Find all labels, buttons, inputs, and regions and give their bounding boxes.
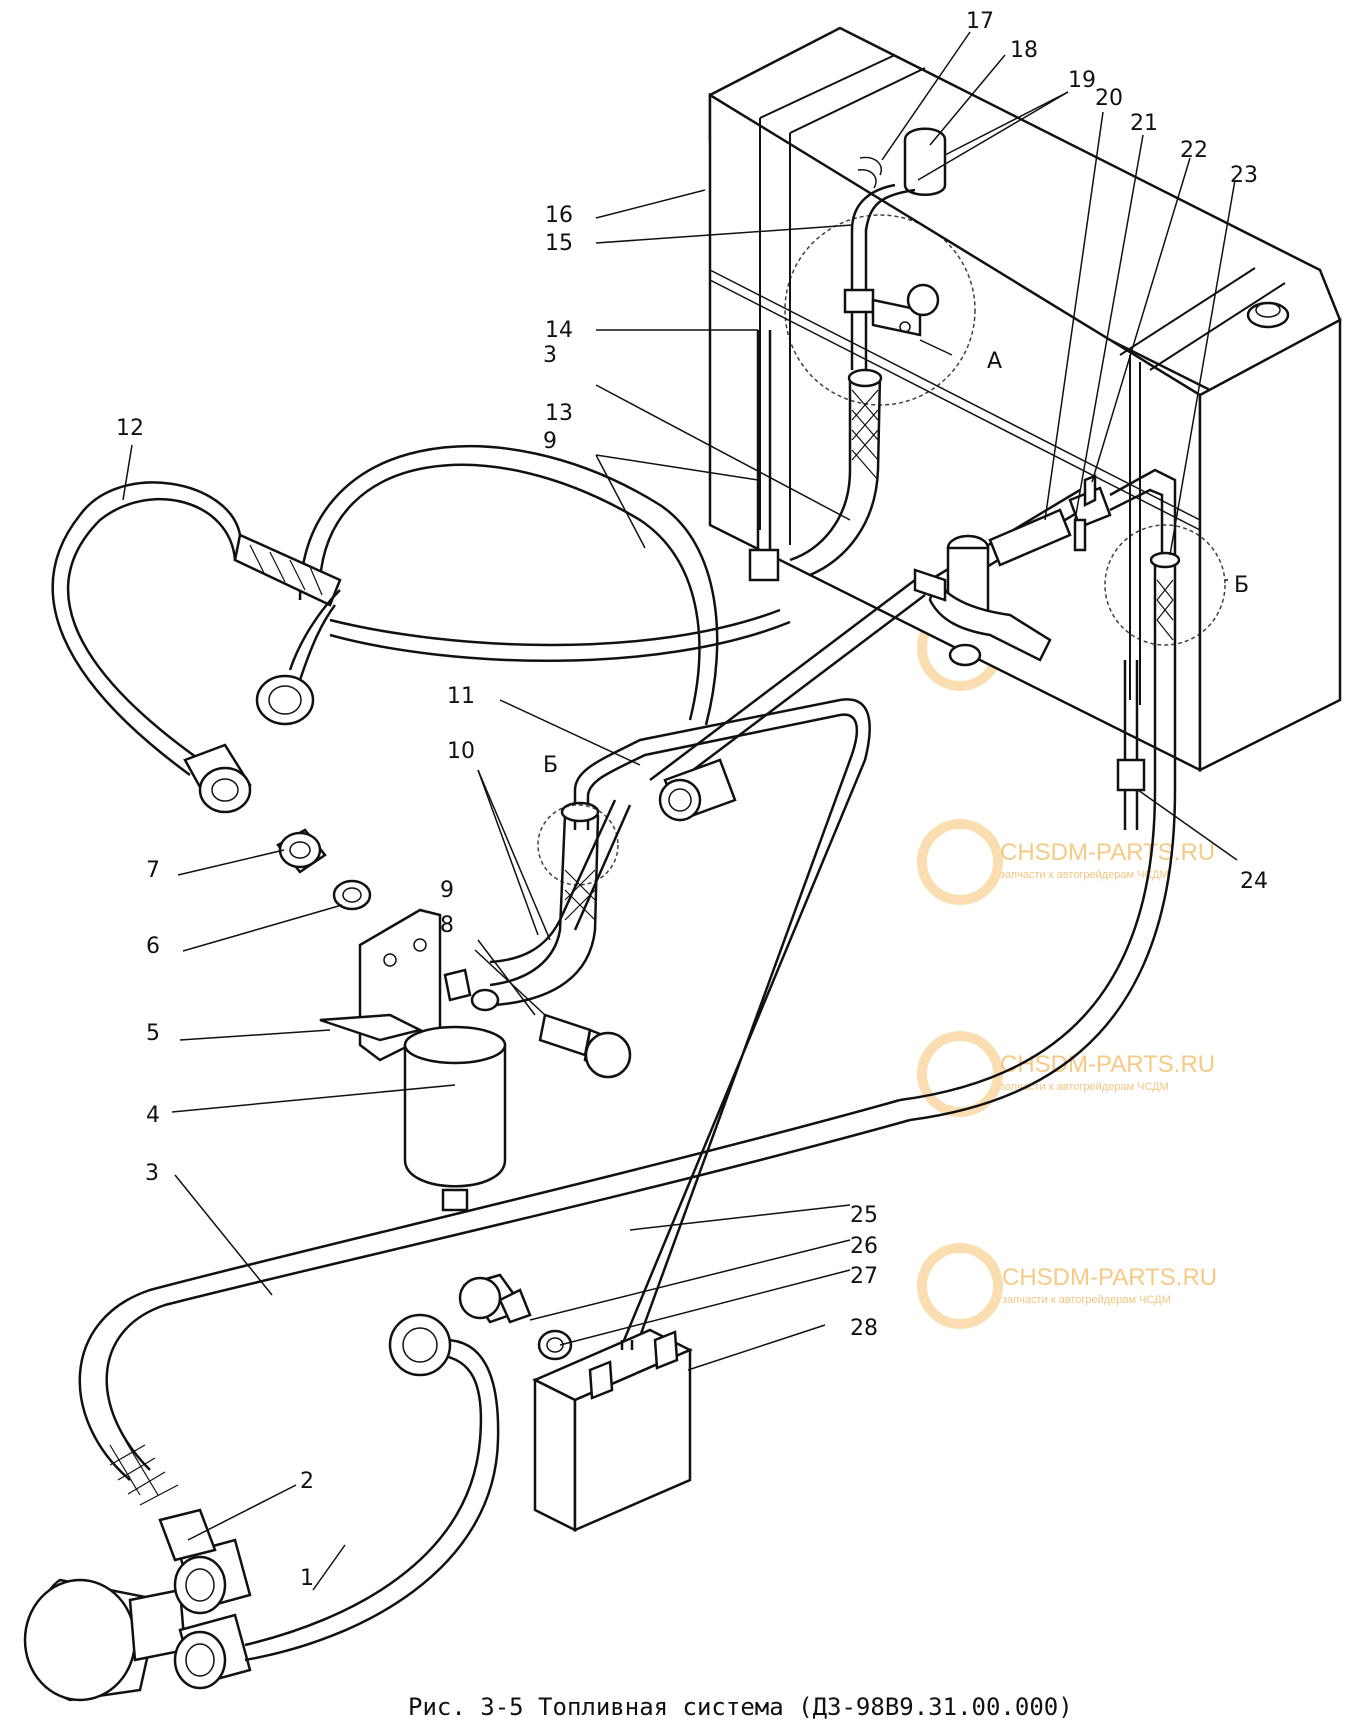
tee-valve <box>649 468 1177 796</box>
washer-6 <box>332 879 372 911</box>
view-a-label: А <box>987 349 1002 374</box>
callout-1: 1 <box>300 1566 314 1591</box>
callout-22: 22 <box>1180 138 1208 163</box>
callout-8: 8 <box>440 913 454 938</box>
callout-2: 2 <box>300 1469 314 1494</box>
callout-14: 14 <box>545 318 573 343</box>
callout-15: 15 <box>545 231 573 256</box>
watermark-title: CHSDM-PARTS.RU <box>1000 839 1215 866</box>
callout-17: 17 <box>966 9 994 34</box>
fuel-line-9 <box>329 608 791 662</box>
callout-4: 4 <box>146 1103 160 1128</box>
watermark-logo-5: CHSDM-PARTS.RU запчасти к автогрейдерам … <box>917 1243 1217 1329</box>
callout-11: 11 <box>447 684 475 709</box>
callout-labels: 1 2 3 3 4 5 6 7 8 9 9 10 11 12 13 14 15 … <box>116 9 1268 1591</box>
callout-10: 10 <box>447 739 475 764</box>
callout-16: 16 <box>545 203 573 228</box>
leader-lines <box>122 31 1238 1591</box>
callout-5: 5 <box>146 1021 160 1046</box>
callout-20: 20 <box>1095 86 1123 111</box>
callout-9-upper: 9 <box>543 429 557 454</box>
callout-13: 13 <box>545 401 573 426</box>
watermark-logo-4: CHSDM-PARTS.RU запчасти к автогрейдерам … <box>917 1031 1215 1117</box>
watermark-subtitle: запчасти к автогрейдерам ЧСДМ <box>1002 1294 1171 1306</box>
bottom-fittings <box>23 1313 500 1702</box>
callout-6: 6 <box>146 934 160 959</box>
fuel-filter <box>319 908 507 1212</box>
callout-3-lower: 3 <box>145 1161 159 1186</box>
nut-7 <box>276 828 327 874</box>
callout-26: 26 <box>850 1234 878 1259</box>
sensor-28 <box>532 1328 693 1533</box>
hose-13 <box>789 368 883 577</box>
line-12 <box>51 481 342 814</box>
bolt-26 <box>458 1273 532 1324</box>
callout-28: 28 <box>850 1316 878 1341</box>
bolt-8 <box>538 1013 632 1079</box>
washer-27 <box>537 1329 573 1361</box>
callout-9-lower: 9 <box>440 878 454 903</box>
callout-18: 18 <box>1010 38 1038 63</box>
callout-12: 12 <box>116 416 144 441</box>
watermark-subtitle: запчасти к автогрейдерам ЧСДМ <box>1000 1081 1169 1093</box>
callout-27: 27 <box>850 1264 878 1289</box>
watermark-title: CHSDM-PARTS.RU <box>1000 1051 1215 1078</box>
line-11 <box>573 698 871 1351</box>
callout-23: 23 <box>1230 163 1258 188</box>
watermark-title: CHSDM-PARTS.RU <box>1002 1264 1217 1291</box>
figure-caption: Рис. 3-5 Топливная система (ДЗ-98В9.31.0… <box>408 1693 1073 1721</box>
watermark-subtitle: запчасти к автогрейдерам ЧСДМ <box>1000 869 1169 881</box>
hose-10 <box>489 799 632 1007</box>
tube-14 <box>756 330 772 560</box>
fuel-tank <box>708 26 1342 773</box>
view-b-label-right: Б <box>1234 573 1249 598</box>
callout-24: 24 <box>1240 869 1268 894</box>
callout-7: 7 <box>146 858 160 883</box>
callout-21: 21 <box>1130 111 1158 136</box>
hose-23 <box>899 524 1226 1122</box>
fuel-line-3 <box>78 1098 911 1481</box>
callout-19: 19 <box>1068 68 1096 93</box>
callout-25: 25 <box>850 1203 878 1228</box>
tank-outlet-fitting <box>784 127 976 406</box>
watermark-logo-3: CHSDM-PARTS.RU запчасти к автогрейдерам … <box>917 819 1215 905</box>
view-b-label-left: Б <box>543 753 558 778</box>
callout-3-upper: 3 <box>543 343 557 368</box>
